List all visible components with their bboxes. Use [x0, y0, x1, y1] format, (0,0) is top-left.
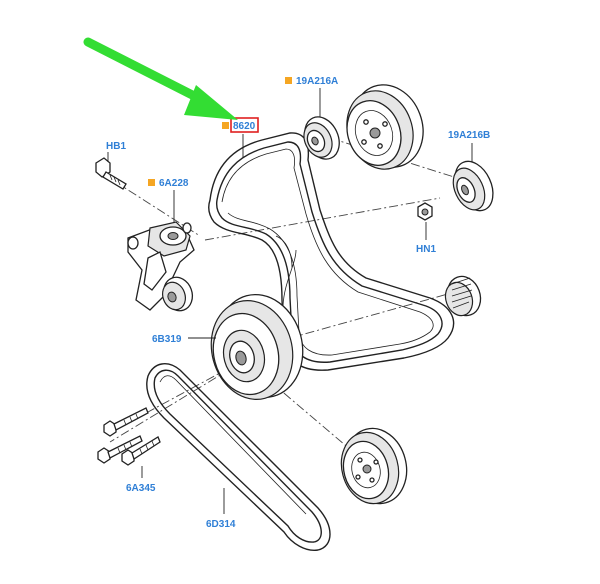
idler-pulley-19A216B — [452, 160, 494, 212]
crankshaft-pulley-6B319 — [210, 293, 304, 400]
accessory-pulley-right — [444, 275, 482, 317]
stretch-belt-6D314 — [146, 363, 331, 551]
orange-square-icon — [285, 77, 292, 84]
leader-lines — [107, 88, 473, 514]
part-labels: 19A216A 19A216B 8620 HB1 6A228 HN1 6B319… — [106, 76, 490, 530]
label-19A216A: 19A216A — [296, 76, 338, 87]
orange-square-icon — [222, 122, 229, 129]
label-HB1: HB1 — [106, 141, 126, 152]
label-19A216B: 19A216B — [448, 130, 490, 141]
green-arrow-icon — [83, 37, 238, 120]
label-8620: 8620 — [233, 121, 256, 132]
accessory-pulley-upper — [346, 84, 424, 170]
highlight-box — [230, 117, 259, 133]
bolt-lower — [121, 436, 161, 466]
label-6B319: 6B319 — [152, 334, 182, 345]
label-HN1: HN1 — [416, 244, 436, 255]
accessory-pulley-lower — [340, 427, 408, 505]
serpentine-belt-8620 — [208, 132, 455, 371]
orange-square-icon — [148, 179, 155, 186]
label-6D314: 6D314 — [206, 519, 236, 530]
bolt-middle — [97, 435, 143, 464]
bolts-6A345 — [97, 407, 161, 466]
bolt-HB1 — [95, 157, 127, 190]
belt-tensioner-6A228 — [127, 221, 195, 312]
label-6A228: 6A228 — [159, 178, 189, 189]
label-6A345: 6A345 — [126, 483, 156, 494]
bolt-upper — [103, 407, 149, 437]
idler-pulley-19A216A — [303, 116, 340, 160]
nut-HN1 — [417, 202, 433, 221]
